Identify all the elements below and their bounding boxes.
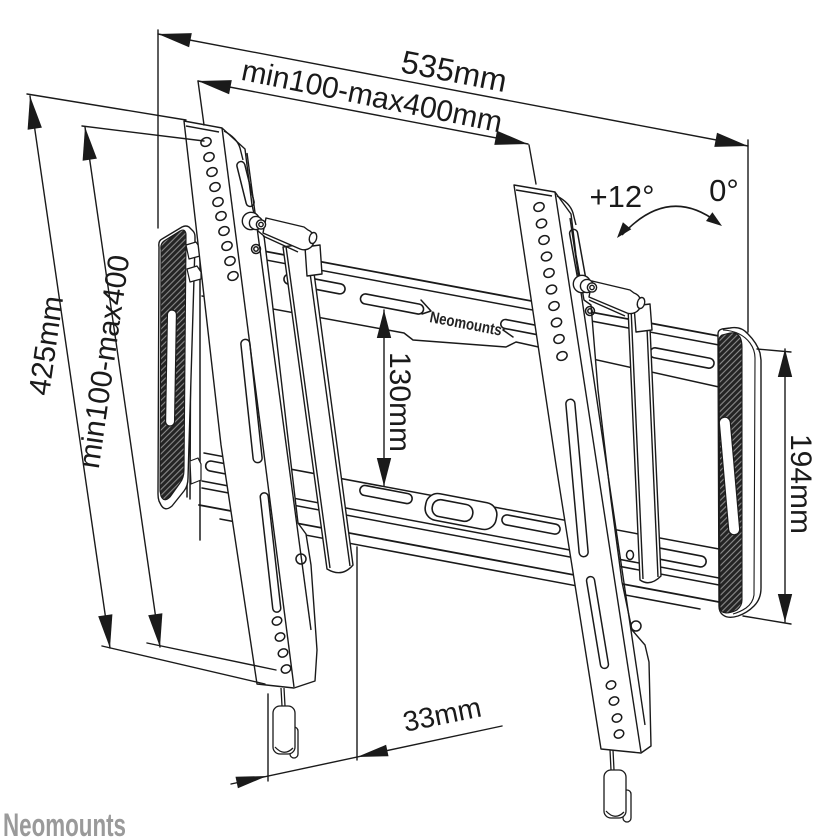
svg-text:Neomounts: Neomounts [3, 807, 126, 840]
svg-text:194mm: 194mm [784, 434, 817, 534]
svg-text:0°: 0° [709, 173, 739, 208]
svg-text:425mm: 425mm [23, 294, 70, 398]
svg-text:130mm: 130mm [383, 352, 416, 452]
svg-text:33mm: 33mm [400, 692, 484, 739]
svg-text:min100-max400: min100-max400 [73, 253, 136, 471]
svg-text:+12°: +12° [590, 179, 655, 214]
svg-text:Neomounts: Neomounts [428, 309, 503, 339]
